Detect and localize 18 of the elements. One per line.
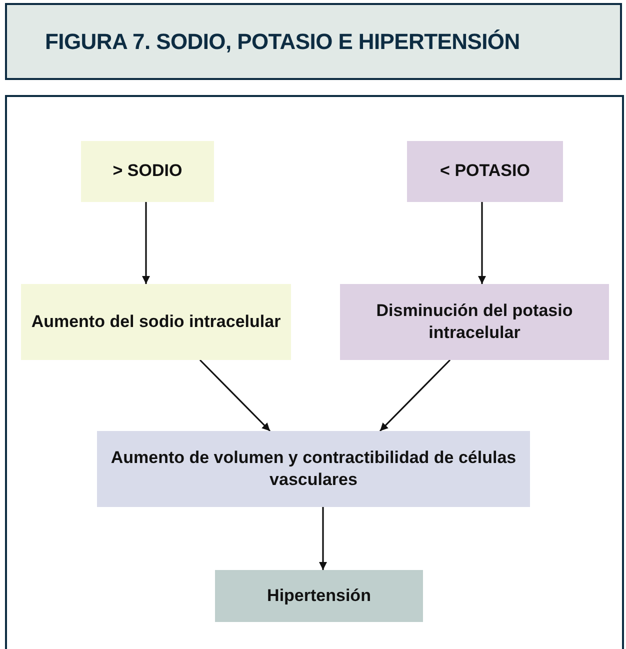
box-label: Aumento del sodio intracelular — [31, 310, 281, 333]
box-label: > SODIO — [112, 160, 182, 182]
box-label: Disminución del potasio intracelular — [375, 300, 574, 344]
box-label: Hipertensión — [267, 584, 371, 607]
arrow — [379, 359, 451, 432]
arrow — [199, 359, 271, 432]
box-label: Aumento de volumen y contractibilidad de células vasculares — [110, 446, 518, 491]
process-box — [21, 284, 291, 360]
figure-title: FIGURA 7. SODIO, POTASIO E HIPERTENSIÓN — [45, 28, 520, 54]
arrow — [319, 507, 327, 570]
arrow — [142, 202, 150, 284]
process-box — [97, 431, 530, 507]
process-box — [81, 141, 214, 202]
arrow — [478, 202, 486, 284]
process-box — [340, 284, 609, 360]
box-label: < POTASIO — [440, 160, 530, 182]
process-box — [407, 141, 563, 202]
process-box — [215, 570, 423, 622]
